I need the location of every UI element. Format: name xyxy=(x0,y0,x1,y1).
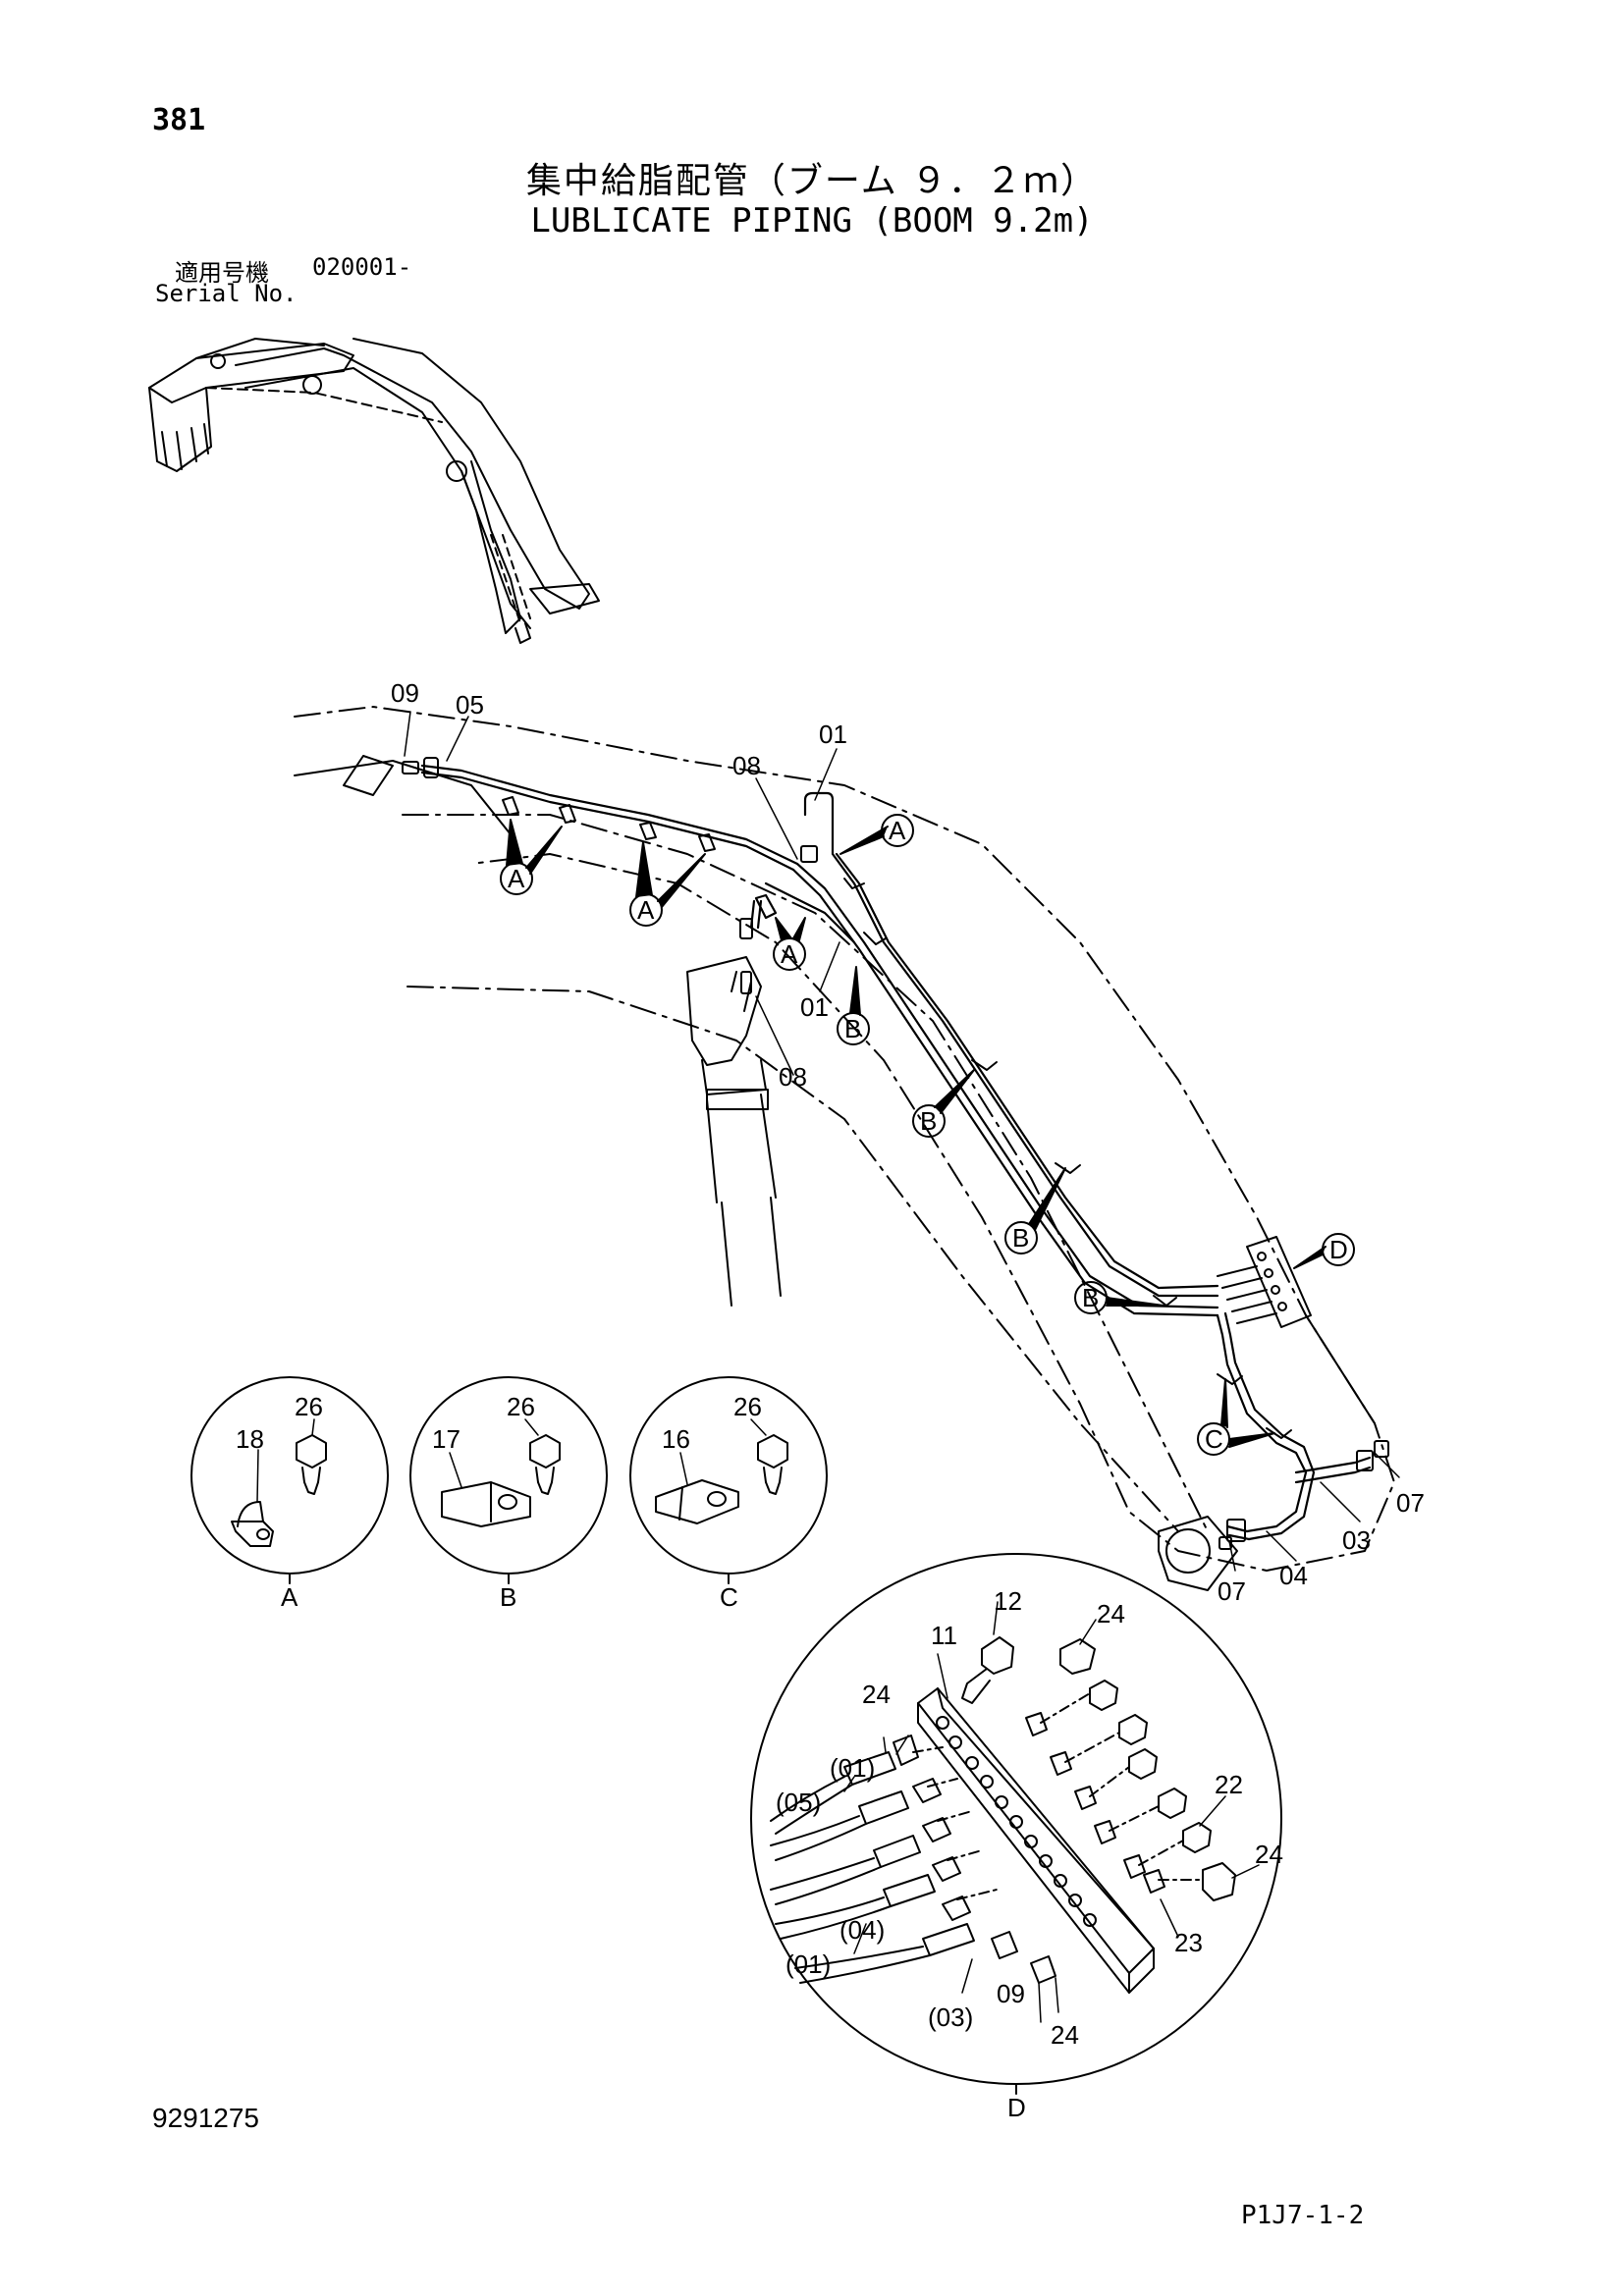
marker-b-1: B xyxy=(844,1014,861,1043)
detail-view-d xyxy=(750,1553,1282,2085)
detail-d-part-23: 23 xyxy=(1174,1928,1203,1957)
detail-view-a xyxy=(190,1376,389,1575)
marker-b-2: B xyxy=(920,1106,937,1136)
detail-b-part-17: 17 xyxy=(432,1424,460,1454)
serial-label-english: Serial No. xyxy=(155,280,298,307)
detail-label-ticks xyxy=(289,1573,1017,2095)
clamp-marker-letters: A A A A B B B B C D xyxy=(508,816,1348,1454)
serial-number-value: 020001- xyxy=(312,253,412,281)
detail-d-part-05: (05) xyxy=(776,1788,821,1817)
page-title-english: LUBLICATE PIPING (BOOM 9.2m) xyxy=(530,201,1094,240)
manifold-block xyxy=(1217,1236,1312,1328)
marker-a-2: A xyxy=(637,895,655,925)
callout-07-left: 07 xyxy=(1218,1576,1246,1606)
boom-cylinder xyxy=(686,956,782,1307)
detail-a-label: A xyxy=(281,1582,298,1612)
boom-outline xyxy=(294,706,1395,1591)
grease-fittings xyxy=(402,757,1389,1550)
detail-a-part-26: 26 xyxy=(295,1392,323,1421)
page-number: 381 xyxy=(152,103,206,137)
callout-08-top: 08 xyxy=(732,751,761,780)
clamp-marker-bubbles xyxy=(500,814,1355,1456)
detail-d-part-22: 22 xyxy=(1215,1770,1243,1799)
detail-c-part-16: 16 xyxy=(662,1424,690,1454)
detail-b-part-26: 26 xyxy=(507,1392,535,1421)
key-map-excavator-attachment xyxy=(148,338,600,644)
grease-piping xyxy=(420,764,1372,1541)
detail-view-c xyxy=(629,1376,828,1575)
detail-d-part-24-left: 24 xyxy=(862,1680,891,1709)
detail-d-part-09: 09 xyxy=(997,1979,1025,2008)
callout-04: 04 xyxy=(1279,1561,1308,1590)
detail-d-part-03: (03) xyxy=(928,2002,973,2032)
detail-d-part-01-upper: (01) xyxy=(830,1753,875,1783)
detail-c-part-26: 26 xyxy=(733,1392,762,1421)
marker-d-1: D xyxy=(1329,1235,1348,1264)
marker-c-1: C xyxy=(1205,1424,1223,1454)
detail-d-part-24-bottom: 24 xyxy=(1051,2020,1079,2050)
figure-code: P1J7-1-2 xyxy=(1241,2201,1365,2230)
callout-08-lower: 08 xyxy=(779,1062,807,1092)
detail-d-label: D xyxy=(1007,2093,1026,2122)
detail-d-part-01-lower: (01) xyxy=(785,1949,831,1979)
detail-a-part-18: 18 xyxy=(236,1424,264,1454)
leader-lines xyxy=(404,711,1400,1572)
marker-b-3: B xyxy=(1012,1223,1029,1253)
callout-07-right: 07 xyxy=(1396,1488,1425,1518)
detail-d-part-24-top: 24 xyxy=(1097,1599,1125,1629)
marker-a-1: A xyxy=(508,864,525,893)
detail-view-labels: A 18 26 B 17 26 C 16 26 D 12 11 24 24 (0… xyxy=(236,1392,1283,2122)
marker-a-3: A xyxy=(781,939,798,969)
callout-05: 05 xyxy=(456,690,484,720)
detail-d-part-12: 12 xyxy=(994,1586,1022,1616)
marker-a-4: A xyxy=(889,816,906,845)
main-callouts: 09 05 01 08 01 08 07 04 03 07 xyxy=(391,678,1425,1606)
detail-d-part-11: 11 xyxy=(931,1621,957,1650)
detail-d-part-24-right: 24 xyxy=(1255,1840,1283,1869)
detail-c-label: C xyxy=(720,1582,738,1612)
serial-label-japanese: 適用号機 xyxy=(175,259,269,287)
page-title-japanese: 集中給脂配管（ブーム ９．２ｍ） xyxy=(525,161,1099,201)
callout-09: 09 xyxy=(391,678,419,708)
pipe-clamps xyxy=(502,796,1292,1439)
marker-b-4: B xyxy=(1082,1283,1099,1312)
callout-01-lower: 01 xyxy=(800,992,829,1022)
callout-01-top: 01 xyxy=(819,720,847,749)
detail-b-label: B xyxy=(500,1582,516,1612)
detail-d-part-04: (04) xyxy=(839,1915,885,1945)
document-number: 9291275 xyxy=(152,2103,260,2133)
callout-03: 03 xyxy=(1342,1525,1371,1555)
